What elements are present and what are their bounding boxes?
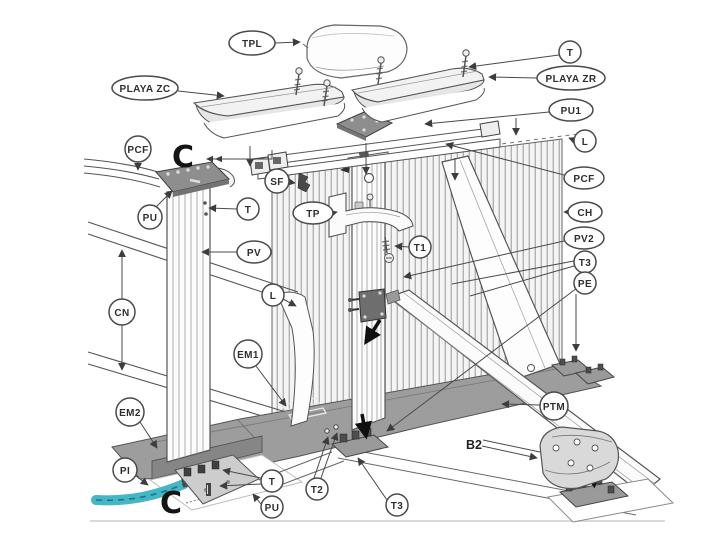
base-front-face bbox=[151, 435, 263, 480]
b2-foot-plate bbox=[539, 426, 620, 490]
top-cap-tpl bbox=[302, 24, 408, 79]
svg-text:PU: PU bbox=[265, 503, 280, 514]
label-playa-zr: PLAYA ZR bbox=[536, 65, 606, 91]
svg-text:PE: PE bbox=[578, 279, 592, 290]
plate-pin bbox=[206, 483, 211, 496]
svg-text:PTM: PTM bbox=[543, 402, 565, 413]
coping-playa-zc bbox=[192, 83, 346, 139]
label-t1: T1 bbox=[408, 235, 432, 259]
svg-text:T3: T3 bbox=[579, 258, 592, 269]
insert-arrow bbox=[354, 413, 373, 440]
label-em2: EM2 bbox=[115, 397, 145, 427]
svg-text:T: T bbox=[245, 205, 252, 216]
coping-playa-zr bbox=[350, 67, 485, 123]
post-pin bbox=[366, 193, 374, 201]
label-playa-zc: PLAYA ZC bbox=[111, 75, 179, 101]
svg-text:PV2: PV2 bbox=[574, 234, 594, 245]
svg-text:TP: TP bbox=[306, 209, 320, 220]
screw bbox=[460, 49, 470, 78]
label-sf: SF bbox=[264, 168, 290, 194]
screw bbox=[375, 56, 385, 85]
label-tp: TP bbox=[292, 201, 334, 225]
svg-text:PLAYA ZC: PLAYA ZC bbox=[120, 84, 171, 95]
post-screw-hole bbox=[204, 212, 208, 216]
post-screw-hole bbox=[203, 201, 207, 205]
label-t-bottom: T bbox=[260, 469, 284, 493]
svg-text:L: L bbox=[270, 291, 277, 302]
label-em1: EM1 bbox=[233, 339, 263, 369]
label-pv: PV bbox=[236, 240, 272, 264]
coping-screws bbox=[293, 49, 470, 107]
leader-lines bbox=[118, 38, 580, 505]
svg-text:CN: CN bbox=[114, 308, 129, 319]
svg-text:PU1: PU1 bbox=[561, 106, 582, 117]
svg-text:PU: PU bbox=[143, 213, 158, 224]
anchor-screw bbox=[324, 428, 330, 434]
label-l-top: L bbox=[573, 129, 597, 153]
section-letter-c-bottom: C bbox=[160, 486, 182, 521]
anchor-screw bbox=[333, 424, 339, 430]
label-pe: PE bbox=[573, 271, 597, 295]
label-t-left: T bbox=[236, 197, 260, 221]
svg-text:L: L bbox=[582, 137, 589, 148]
svg-text:T3: T3 bbox=[391, 501, 404, 512]
label-t2: T2 bbox=[305, 477, 329, 501]
label-pcf-left: PCF bbox=[124, 135, 152, 163]
top-rail-curved-left bbox=[83, 158, 161, 188]
label-t-topright: T bbox=[558, 40, 582, 64]
svg-text:T2: T2 bbox=[311, 485, 324, 496]
svg-text:SF: SF bbox=[270, 177, 284, 188]
bottom-corner-plate bbox=[174, 454, 260, 505]
insert-arrow bbox=[364, 319, 382, 345]
svg-text:PCF: PCF bbox=[573, 174, 594, 185]
label-pi: PI bbox=[112, 457, 138, 483]
c-joint-leader bbox=[210, 150, 273, 160]
svg-text:EM2: EM2 bbox=[119, 408, 141, 419]
screw bbox=[321, 79, 331, 107]
label-ch: CH bbox=[567, 201, 603, 223]
mid-floor-anchor bbox=[330, 413, 390, 458]
svg-text:PCF: PCF bbox=[127, 145, 148, 156]
svg-text:CH: CH bbox=[577, 208, 592, 219]
svg-text:T1: T1 bbox=[414, 243, 427, 254]
label-tpl: TPL bbox=[228, 30, 276, 56]
svg-text:PLAYA ZR: PLAYA ZR bbox=[546, 74, 597, 85]
callout-labels: TPL PLAYA ZC T PLAYA ZR PU1 L PCF PCF SF… bbox=[108, 30, 606, 521]
svg-text:T: T bbox=[269, 477, 276, 488]
plate-clips bbox=[183, 460, 220, 477]
section-letter-c-top: C bbox=[172, 140, 194, 175]
label-t3-top: T3 bbox=[573, 250, 597, 274]
svg-text:EM1: EM1 bbox=[237, 350, 259, 361]
pe-angle-plates bbox=[550, 355, 616, 385]
top-rails bbox=[246, 118, 520, 181]
label-pu1: PU1 bbox=[548, 98, 594, 122]
label-t3-bottom: T3 bbox=[385, 493, 409, 517]
union-plate-pu bbox=[155, 161, 235, 197]
liner-sheet bbox=[276, 291, 315, 427]
label-l-bottom: L bbox=[261, 283, 285, 307]
label-cn: CN bbox=[108, 298, 136, 326]
wall-connector-plate bbox=[348, 288, 387, 345]
c-dotted-leader bbox=[185, 498, 202, 504]
left-post bbox=[166, 185, 211, 463]
svg-text:PI: PI bbox=[120, 466, 130, 477]
label-pcf-right: PCF bbox=[563, 166, 605, 190]
label-b2: B2 bbox=[466, 438, 482, 452]
label-ptm: PTM bbox=[539, 391, 569, 421]
sf-clip bbox=[297, 172, 311, 193]
t1-screw bbox=[381, 236, 394, 263]
screw bbox=[293, 67, 303, 96]
svg-text:T: T bbox=[567, 48, 574, 59]
label-pu-left: PU bbox=[137, 204, 163, 230]
svg-text:TPL: TPL bbox=[242, 39, 262, 50]
label-pv2: PV2 bbox=[563, 226, 605, 250]
post-ring bbox=[363, 172, 375, 184]
svg-text:PV: PV bbox=[247, 248, 261, 259]
label-pu-bottom: PU bbox=[260, 495, 284, 519]
tp-bracket bbox=[328, 192, 414, 238]
